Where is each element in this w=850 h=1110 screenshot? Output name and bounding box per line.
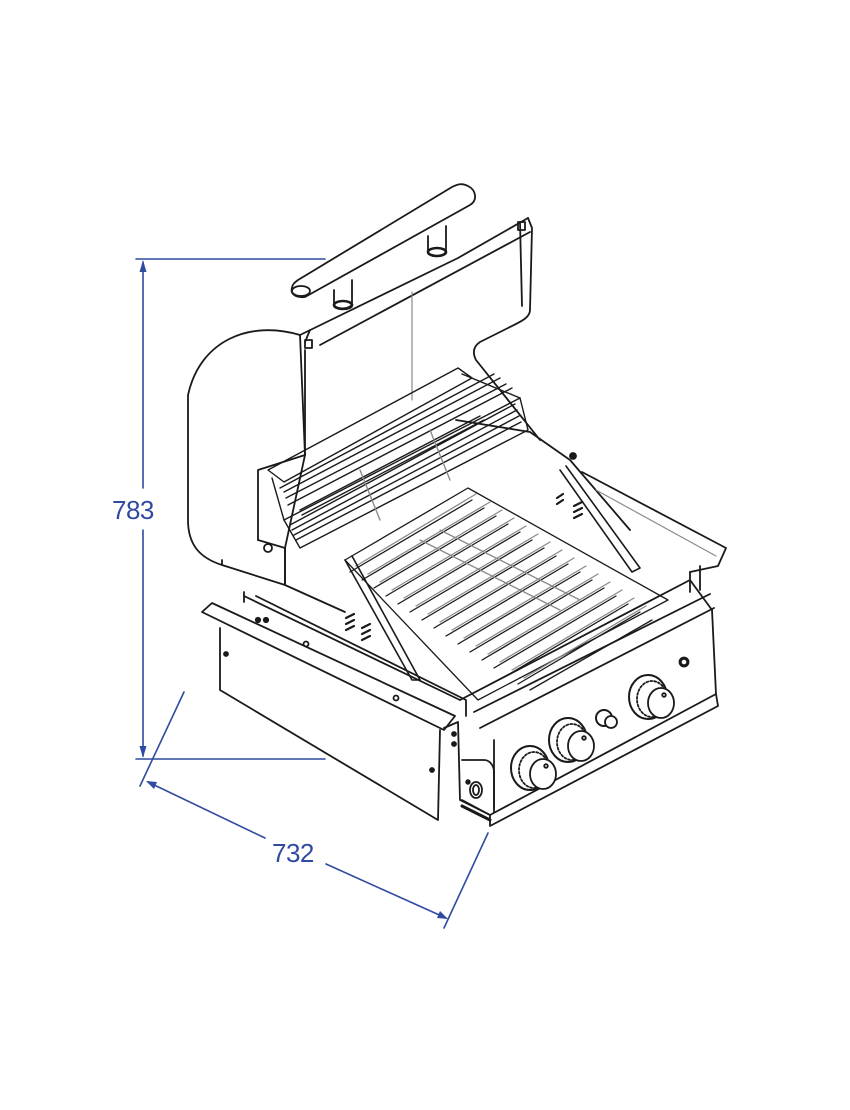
lid-handle — [290, 183, 476, 299]
lid-side-panel — [187, 329, 301, 586]
width-dimension-label: 732 — [272, 838, 314, 868]
firebox-side-bracket — [443, 721, 495, 822]
burner-knob-3 — [628, 674, 675, 720]
vent-slots — [344, 492, 584, 642]
lid-top — [299, 217, 529, 336]
igniter-button — [595, 709, 618, 729]
burner-knob-1 — [510, 745, 557, 791]
left-trim-panel — [201, 591, 467, 821]
grill-outline — [187, 183, 727, 827]
burner-knob-2 — [548, 717, 595, 763]
height-dimension-label: 783 — [112, 495, 154, 525]
right-trim-panel — [581, 471, 727, 593]
warming-rack — [267, 367, 529, 549]
dimension-lines — [135, 258, 489, 929]
cooking-grate — [344, 487, 669, 701]
